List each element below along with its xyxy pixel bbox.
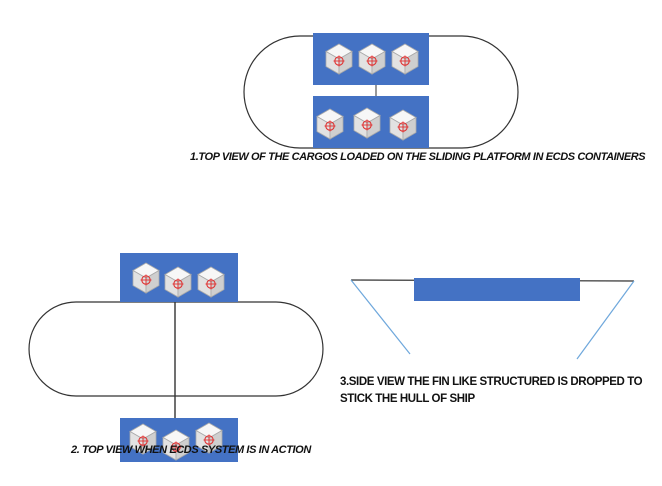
figure-2-top-view-action [28, 253, 324, 462]
fin-left-arm [350, 279, 411, 355]
container-outline [28, 301, 324, 397]
fin-right-arm [576, 280, 635, 360]
container-outline [243, 35, 519, 149]
caption-figure-2: 2. TOP VIEW WHEN ECDS SYSTEM IS IN ACTIO… [71, 444, 311, 456]
caption-figure-3: 3.SIDE VIEW THE FIN LIKE STRUCTURED IS D… [340, 376, 643, 405]
caption-figure-1: 1.TOP VIEW OF THE CARGOS LOADED ON THE S… [190, 151, 646, 163]
figure-1-top-view-loaded [243, 33, 519, 149]
figure-3-side-view [350, 278, 635, 360]
fin-structure [414, 278, 580, 301]
